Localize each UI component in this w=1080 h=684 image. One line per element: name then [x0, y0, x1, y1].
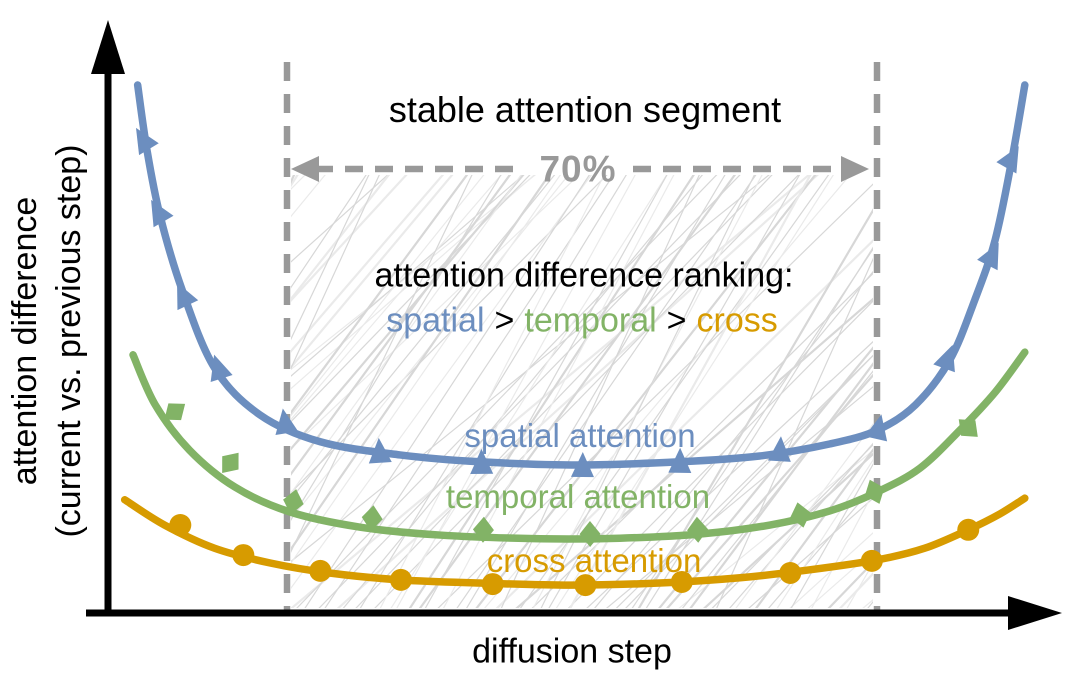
curve-temporal — [129, 348, 1029, 543]
diamond-marker-temporal — [864, 479, 885, 504]
triangle-marker-spatial — [933, 344, 955, 373]
y-axis-arrowhead-icon — [91, 20, 125, 74]
diamond-marker-temporal — [222, 452, 239, 473]
circle-marker-cross — [169, 514, 192, 537]
stable-segment-title: stable attention segment — [388, 89, 782, 131]
circle-marker-cross — [232, 544, 255, 567]
ranking-temporal: temporal — [524, 301, 657, 340]
diamond-marker-temporal — [164, 403, 186, 421]
triangle-marker-spatial — [470, 448, 494, 474]
triangle-marker-spatial — [864, 414, 888, 442]
triangle-marker-spatial — [668, 447, 692, 473]
y-axis-label: attention difference (current vs. previo… — [3, 41, 95, 641]
arrowhead-left-icon — [291, 156, 319, 182]
segment-share-label: 70% — [539, 148, 617, 190]
circle-marker-cross — [309, 559, 332, 582]
curve-label-temporal: temporal attention — [445, 477, 711, 515]
ranking-heading: attention difference ranking: — [374, 256, 794, 295]
circle-marker-cross — [389, 568, 412, 591]
circle-marker-cross — [670, 570, 693, 593]
diamond-marker-temporal — [958, 419, 978, 437]
ranking-spatial: spatial — [386, 301, 485, 340]
circle-marker-cross — [779, 562, 802, 585]
diamond-marker-temporal — [361, 505, 383, 532]
triangle-marker-spatial — [275, 408, 299, 435]
triangle-marker-spatial — [570, 452, 594, 478]
x-axis-label: diffusion step — [472, 632, 672, 671]
ranking-cross: cross — [696, 301, 778, 340]
triangle-marker-spatial — [151, 199, 174, 228]
triangle-marker-spatial — [368, 437, 392, 464]
triangle-marker-spatial — [977, 242, 999, 271]
circle-marker-cross — [957, 518, 980, 541]
diamond-marker-temporal — [687, 516, 709, 543]
ranking-gt-1: > — [494, 301, 515, 340]
curve-label-spatial: spatial attention — [464, 416, 696, 454]
x-axis-arrowhead-icon — [1008, 596, 1062, 630]
diamond-marker-temporal — [579, 521, 601, 548]
y-axis-label-line2: (current vs. previous step) — [50, 144, 88, 538]
diamond-marker-temporal — [472, 516, 494, 543]
ranking-line: spatial > temporal > cross — [386, 301, 778, 340]
ranking-gt-2: > — [666, 301, 687, 340]
triangle-marker-spatial — [177, 282, 199, 311]
diamond-marker-temporal — [790, 502, 811, 528]
arrowhead-right-icon — [841, 156, 869, 182]
circle-marker-cross — [574, 574, 597, 597]
triangle-marker-spatial — [210, 354, 233, 382]
curve-label-cross: cross attention — [486, 541, 702, 579]
diamond-marker-temporal — [283, 489, 304, 515]
triangle-marker-spatial — [767, 436, 791, 462]
y-axis-label-line1: attention difference — [6, 196, 44, 486]
circle-marker-cross — [860, 549, 883, 572]
triangle-marker-spatial — [996, 146, 1019, 174]
circle-marker-cross — [481, 573, 504, 596]
triangle-marker-spatial — [135, 127, 159, 156]
